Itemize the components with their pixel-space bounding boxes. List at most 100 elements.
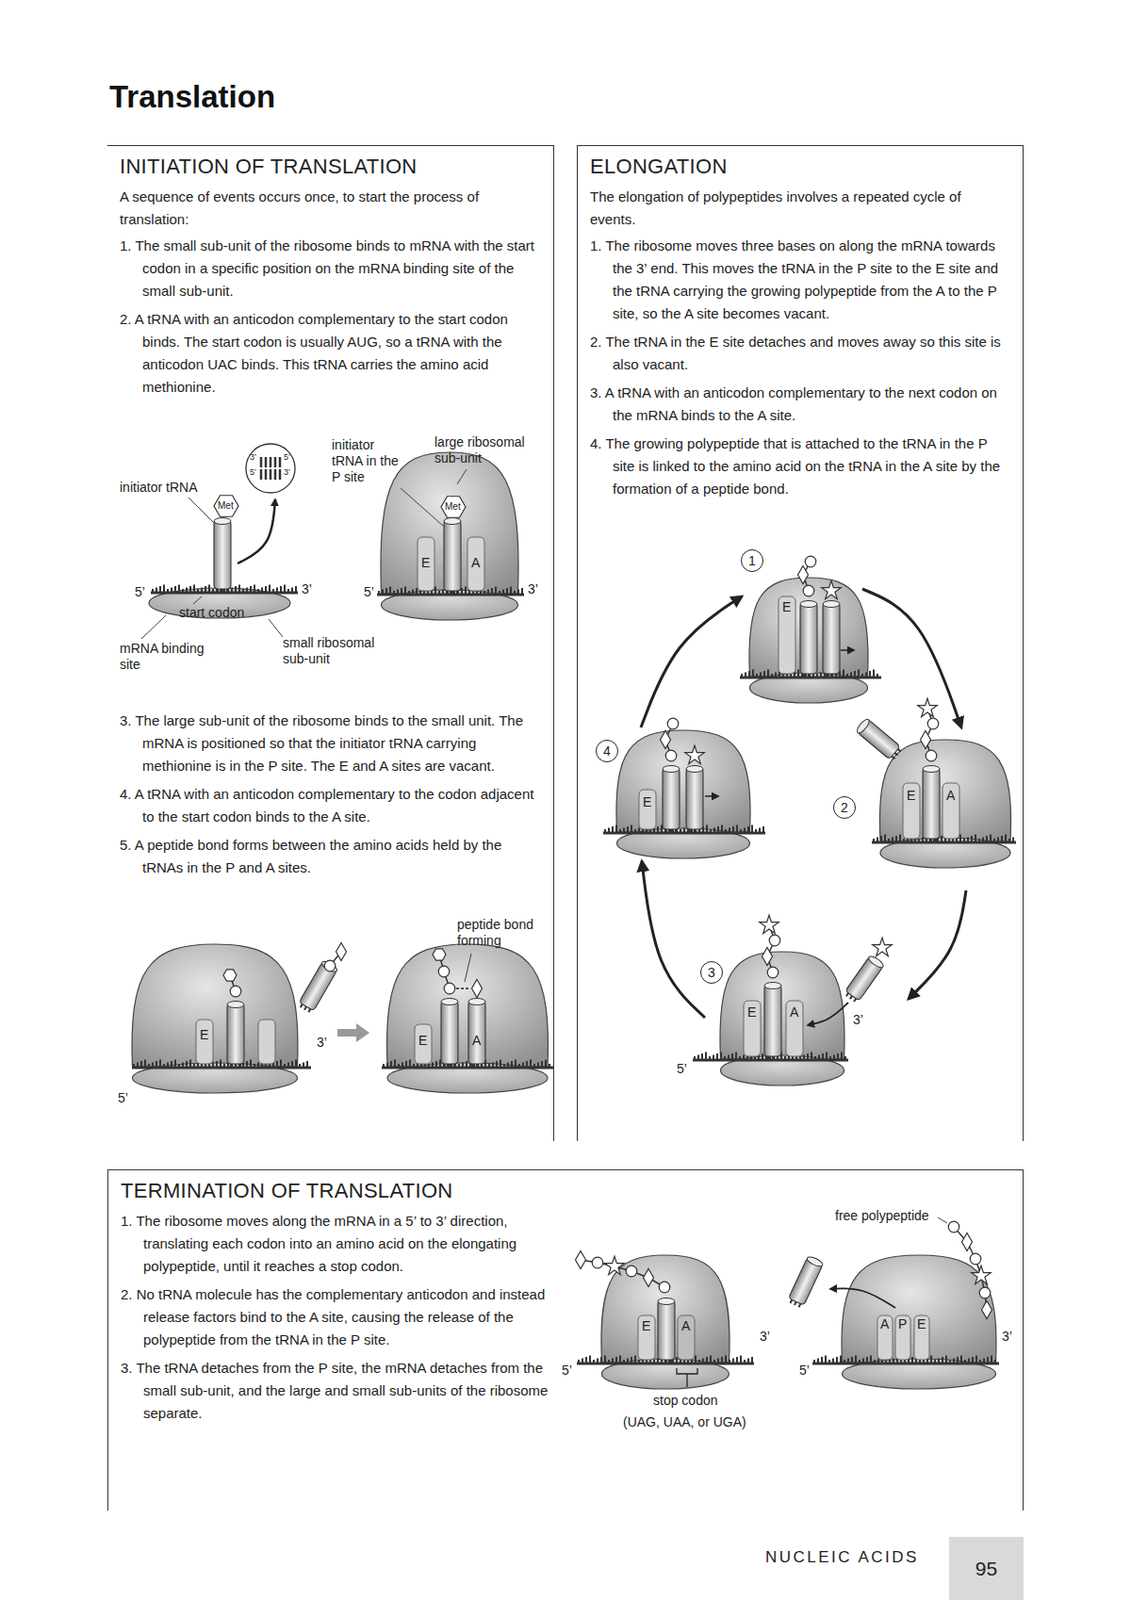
ribosome-site xyxy=(417,537,435,591)
ribosome-large-subunit xyxy=(616,730,751,833)
diagram-label: 5’ xyxy=(799,1362,810,1379)
amino-acid xyxy=(759,915,779,934)
ribosome-large-subunit xyxy=(601,1255,730,1363)
trna xyxy=(441,999,459,1069)
diagram-label: 3’ xyxy=(759,1328,771,1345)
amino-acid xyxy=(979,1287,991,1299)
diagram-label: A xyxy=(946,787,955,804)
list-item: 1. The ribosome moves along the mRNA in … xyxy=(120,1210,555,1279)
ribosome-large-subunit xyxy=(749,577,869,677)
diagram-label: 3’ xyxy=(527,581,539,598)
ribosome-site xyxy=(902,783,920,839)
amino-acid xyxy=(969,1253,982,1265)
trna xyxy=(213,518,231,594)
ribosome-site xyxy=(895,1315,911,1361)
diagram-label: 3’ xyxy=(316,1034,328,1051)
diagram-label: 3’ xyxy=(301,581,312,598)
leader-line xyxy=(400,488,443,526)
callout-number: 1 xyxy=(740,549,764,573)
leader-line xyxy=(141,615,166,640)
amino-acid xyxy=(471,979,482,998)
arrow xyxy=(807,1002,849,1026)
section-footer: NUCLEIC ACIDS xyxy=(765,1548,919,1568)
leader-line xyxy=(268,619,283,638)
amino-acid xyxy=(927,718,939,730)
amino-acid xyxy=(804,556,817,568)
diagram-label: Met xyxy=(217,500,234,512)
callout-number: 3 xyxy=(700,961,723,984)
diagram-label: 5’ xyxy=(283,452,291,463)
arrow xyxy=(704,795,719,798)
ribosome-large-subunit xyxy=(380,452,519,594)
trna xyxy=(227,1001,245,1069)
amino-acid xyxy=(591,1257,604,1269)
diagram-label: A xyxy=(880,1316,889,1333)
trna xyxy=(764,983,782,1062)
trna xyxy=(854,717,903,762)
trna xyxy=(786,1255,824,1310)
section-heading: INITIATION OF TRANSLATION xyxy=(119,153,540,181)
diagram-label: small ribosomal sub-unit xyxy=(282,635,396,668)
amino-acid xyxy=(948,1221,960,1233)
amino-acid xyxy=(961,1232,972,1251)
amino-acid xyxy=(769,934,781,947)
amino-acid xyxy=(761,947,772,966)
list-item: 5. A peptide bond forms between the amin… xyxy=(119,834,540,880)
ribosome-site xyxy=(914,1315,930,1361)
callout-text: 2 xyxy=(840,801,849,815)
amino-acid xyxy=(625,1265,638,1278)
ribosome-site xyxy=(942,783,960,839)
diagram-label: A xyxy=(471,555,480,572)
ribosome-site xyxy=(677,1315,695,1361)
list-item: 1. The small sub-unit of the ribosome bi… xyxy=(119,234,540,303)
amino-acid xyxy=(574,1250,586,1269)
ribosome-large-subunit xyxy=(131,944,298,1067)
amino-acid xyxy=(605,1256,624,1275)
diagram-label: stop codon xyxy=(653,1393,719,1410)
leader-line xyxy=(193,596,202,605)
amino-acid xyxy=(767,967,779,979)
diagram-label: 3’ xyxy=(283,467,291,478)
section-heading: TERMINATION OF TRANSLATION xyxy=(120,1178,555,1205)
trna xyxy=(468,999,486,1069)
list-item: 3. The tRNA detaches from the P site, th… xyxy=(120,1357,555,1426)
amino-acid xyxy=(925,750,937,762)
diagram-label: A xyxy=(472,1032,481,1050)
ribosome-site xyxy=(467,537,485,591)
amino-acid xyxy=(917,698,937,717)
trna xyxy=(822,601,840,679)
diagram-label: (UAG, UAA, or UGA) xyxy=(622,1414,747,1431)
amino-acid xyxy=(803,585,815,597)
trna xyxy=(800,601,818,679)
diagram-label: large ribosomal sub-unit xyxy=(434,434,541,467)
list-item: 4. A tRNA with an anticodon complementar… xyxy=(119,783,540,829)
arrow xyxy=(237,499,276,564)
base-pairs xyxy=(258,457,283,480)
list-item: 2. A tRNA with an anticodon complementar… xyxy=(119,308,540,399)
diagram-label: E xyxy=(782,599,791,616)
amino-acid xyxy=(821,580,841,599)
leader-line xyxy=(457,469,467,485)
amino-acid xyxy=(667,718,679,730)
diagram-label: E xyxy=(917,1316,926,1333)
diagram-label: 5’ xyxy=(117,1090,129,1107)
trna xyxy=(922,766,940,844)
diagram-label: 5’ xyxy=(249,467,257,478)
methionine xyxy=(213,495,239,518)
ribosome-site xyxy=(414,1024,432,1065)
zoom-inset xyxy=(245,443,296,493)
callout-number: 4 xyxy=(595,739,619,763)
list-item: 3. A tRNA with an anticodon complementar… xyxy=(590,381,1010,427)
callout-text: 1 xyxy=(748,554,756,568)
diagram-label: E xyxy=(641,1318,651,1335)
diagram-label: 5’ xyxy=(676,1061,688,1078)
amino-acid xyxy=(665,750,677,762)
amino-acid xyxy=(324,960,336,972)
callout-text: 95 xyxy=(975,1558,998,1579)
amino-acid xyxy=(642,1268,654,1287)
mrna-strand xyxy=(131,1060,312,1069)
ribosome-site xyxy=(786,1000,804,1057)
diagram-label: E xyxy=(418,1032,427,1050)
list-item: 1. The ribosome moves three bases on alo… xyxy=(590,234,1010,326)
